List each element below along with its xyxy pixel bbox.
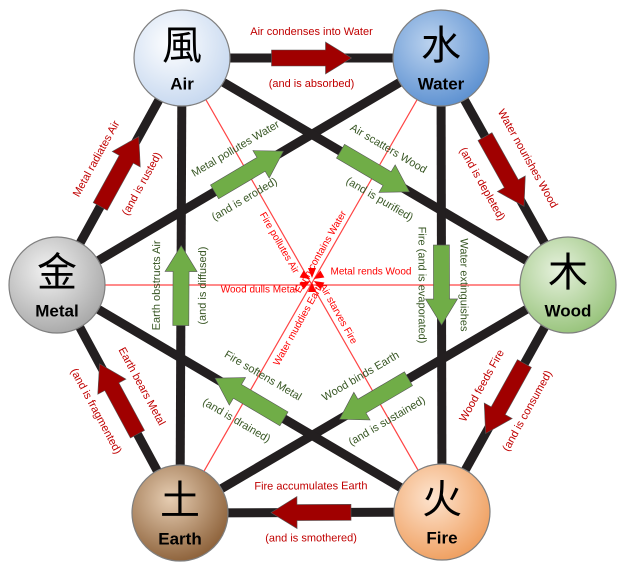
earth-name: Earth (158, 529, 201, 548)
overcoming-label-sub: (and is diffused) (197, 247, 209, 325)
center-arrowhead (308, 268, 316, 278)
center-arrowhead (299, 281, 311, 290)
wood-glyph: 木 (548, 250, 588, 296)
overcoming-arrow-fire-to-metal (214, 377, 289, 427)
fire-name: Fire (426, 528, 457, 547)
metal-name: Metal (35, 301, 78, 320)
generating-label-sub: (and is absorbed) (269, 78, 355, 90)
generating-arrow-fire-to-earth (270, 496, 352, 530)
center-relation-label: Fire pollutes Air (257, 210, 301, 276)
earth-glyph: 土 (160, 478, 200, 524)
overcoming-label-main: Water extinguishes (457, 238, 469, 332)
wood-circle (519, 236, 617, 334)
metal-glyph: 金 (37, 250, 77, 296)
generating-arrow-earth-to-metal (97, 363, 145, 439)
earth-circle (131, 464, 229, 562)
air-name: Air (170, 74, 194, 93)
center-arrowhead (308, 282, 316, 292)
air-glyph: 風 (162, 23, 202, 69)
overcoming-arrow-earth-to-air (164, 244, 198, 326)
center-arrowhead (313, 281, 325, 290)
water-name: Water (418, 74, 465, 93)
overcoming-arrow-metal-to-water (210, 150, 284, 200)
generating-label-sub: (and is smothered) (265, 532, 357, 544)
overcoming-arrow-wood-to-earth (339, 371, 413, 421)
fire-glyph: 火 (422, 477, 462, 523)
node-earth: 土 Earth (131, 464, 229, 562)
center-arrowhead (313, 270, 325, 279)
center-relation-label: Metal rends Wood (331, 267, 412, 278)
water-glyph: 水 (421, 23, 461, 69)
node-water: 水 Water (392, 9, 490, 107)
water-circle (392, 9, 490, 107)
node-fire: 火 Fire (393, 463, 491, 561)
node-wood: 木 Wood (519, 236, 617, 334)
generating-arrow-wood-to-fire (483, 359, 532, 434)
fire-circle (393, 463, 491, 561)
overcoming-label-main: Earth obstructs Air (151, 240, 163, 330)
center-relation-label: Wood dulls Metal (221, 285, 298, 296)
center-relation-label: Air starves Fire (317, 282, 359, 347)
metal-circle (8, 236, 106, 334)
overcoming-label-sub: Fire (and is evaporated) (415, 227, 427, 344)
generating-label-main: Air condenses into Water (250, 26, 373, 38)
overcoming-arrow-air-to-wood (336, 143, 410, 193)
generating-arrow-air-to-water (271, 41, 353, 75)
node-metal: 金 Metal (8, 236, 106, 334)
generating-arrow-water-to-wood (477, 132, 526, 207)
center-arrowhead (299, 270, 311, 279)
generating-arrow-metal-to-air (92, 135, 141, 211)
overcoming-arrow-water-to-fire (424, 244, 459, 326)
wood-name: Wood (545, 301, 592, 320)
node-air: 風 Air (133, 9, 231, 107)
generating-label-main: Fire accumulates Earth (254, 480, 367, 492)
air-circle (133, 9, 231, 107)
